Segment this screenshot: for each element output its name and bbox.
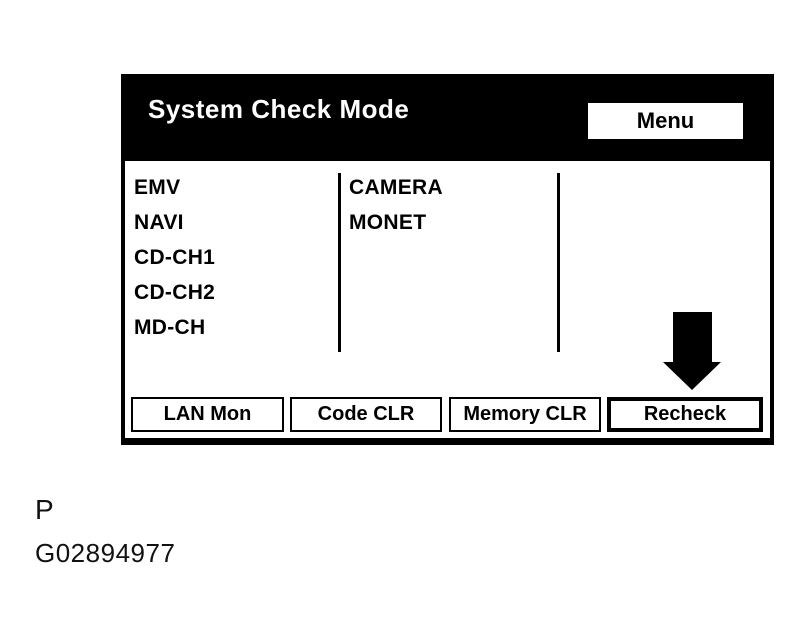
- menu-button[interactable]: Menu: [588, 103, 743, 139]
- screen-header: System Check Mode Menu: [125, 78, 770, 161]
- system-check-screen: System Check Mode Menu EMV NAVI CD-CH1 C…: [121, 74, 774, 445]
- column-divider-2: [557, 173, 560, 352]
- module-item-md-ch: MD-CH: [134, 316, 206, 339]
- lan-mon-button[interactable]: LAN Mon: [131, 397, 284, 432]
- module-item-camera: CAMERA: [349, 176, 443, 199]
- module-item-monet: MONET: [349, 211, 427, 234]
- recheck-button[interactable]: Recheck: [607, 397, 763, 432]
- code-clr-button[interactable]: Code CLR: [290, 397, 442, 432]
- module-item-cd-ch1: CD-CH1: [134, 246, 216, 269]
- down-arrow-icon: [663, 312, 721, 390]
- screen-content: EMV NAVI CD-CH1 CD-CH2 MD-CH CAMERA MONE…: [125, 161, 770, 438]
- memory-clr-button[interactable]: Memory CLR: [449, 397, 601, 432]
- column-divider-1: [338, 173, 341, 352]
- module-item-emv: EMV: [134, 176, 181, 199]
- figure-id: G02894977: [35, 538, 176, 568]
- module-item-cd-ch2: CD-CH2: [134, 281, 216, 304]
- module-item-navi: NAVI: [134, 211, 184, 234]
- page-title: System Check Mode: [148, 94, 410, 124]
- figure-label: P: [35, 494, 54, 525]
